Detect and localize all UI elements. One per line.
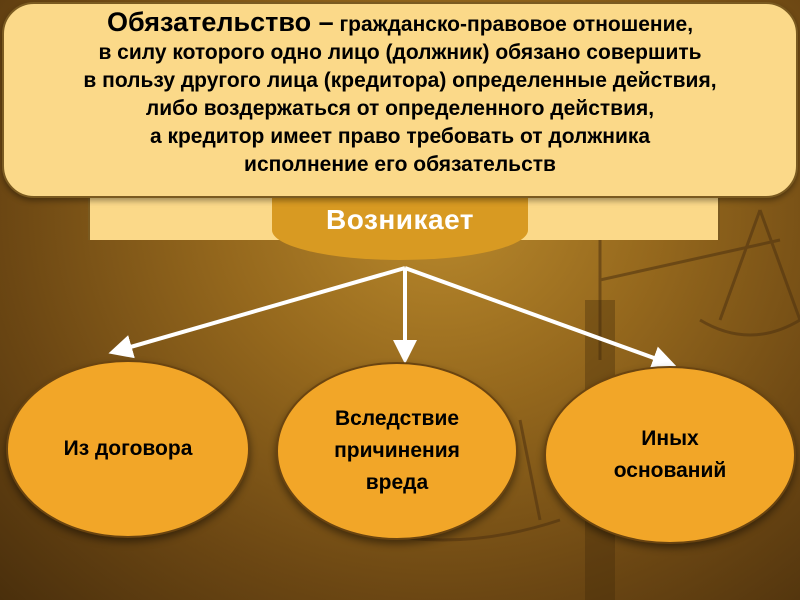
ground-harm-label-line-2: причинения xyxy=(334,439,460,462)
definition-line-6: исполнение его обязательств xyxy=(244,153,556,176)
arises-label: Возникает xyxy=(326,204,474,235)
definition-first-line-rest: гражданско-правовое отношение, xyxy=(339,13,694,36)
definition-line-4: либо воздержаться от определенного дейст… xyxy=(145,97,655,120)
definition-line-5: а кредитор имеет право требовать от долж… xyxy=(149,125,651,148)
definition-line-1: Обязательство – гражданско-правовое отно… xyxy=(4,8,796,39)
ground-other-oval: Иных оснований xyxy=(544,366,796,544)
definition-line-2: в силу которого одно лицо (должник) обяз… xyxy=(98,41,702,64)
definition-line-3: в пользу другого лица (кредитора) опреде… xyxy=(83,69,717,92)
ground-contract-oval: Из договора xyxy=(6,360,250,538)
definition-term: Обязательство – xyxy=(106,7,334,37)
ground-harm-label-line-3: вреда xyxy=(365,471,429,494)
ground-contract-label: Из договора xyxy=(63,437,193,460)
arrow-to-other-grounds xyxy=(404,266,677,370)
arises-bubble xyxy=(272,196,528,260)
ground-harm-oval: Вследствие причинения вреда xyxy=(276,362,518,540)
ground-other-label-line-1: Иных xyxy=(641,427,699,450)
definition-box: Обязательство – гражданско-правовое отно… xyxy=(2,2,798,198)
ground-harm-label-line-1: Вследствие xyxy=(334,407,460,430)
arrow-to-contract xyxy=(108,266,406,359)
ground-other-label-line-2: оснований xyxy=(613,459,727,482)
